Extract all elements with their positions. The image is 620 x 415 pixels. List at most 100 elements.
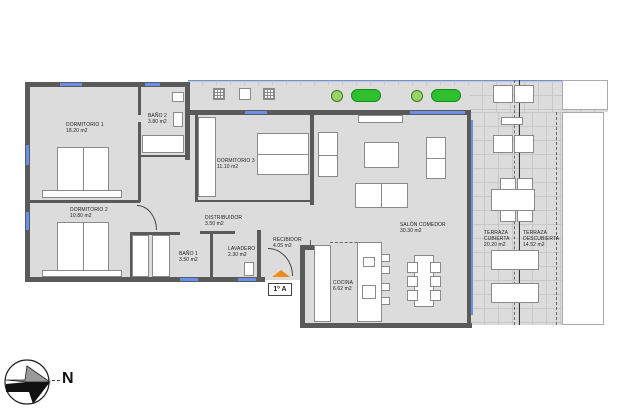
planter-grid-1 [213, 88, 225, 100]
bar-stool-3 [381, 283, 390, 291]
closet-dorm3 [198, 117, 216, 197]
window-living [410, 111, 465, 114]
wall-bottom-left [25, 277, 265, 282]
bath2-sink [172, 92, 184, 102]
wall-bath2-right [185, 85, 190, 160]
wall-laundry-right [257, 230, 261, 280]
kitchen-sink [363, 257, 375, 267]
wall-dorm3-bottom [195, 200, 310, 202]
bed-dorm2-split [83, 222, 84, 274]
wall-left [25, 82, 30, 282]
kitchen-stove [362, 285, 376, 299]
wall-entrance-right [300, 245, 315, 250]
wall-laundry-top [200, 231, 235, 234]
plant-bush-2 [431, 89, 461, 102]
terrace-edge-dashed [556, 112, 557, 325]
window-bath2 [145, 83, 160, 86]
dining-chair-4 [430, 262, 441, 273]
bed-dorm1-split [83, 147, 84, 197]
wall-dorm1-bath2 [138, 85, 141, 115]
wall-kitchen-top [310, 240, 311, 245]
bath2-toilet [173, 112, 183, 127]
wall-bath1-top [130, 232, 180, 235]
wall-dorm2-right [130, 232, 133, 279]
north-compass-icon [3, 358, 52, 406]
nightstand-dorm1 [42, 190, 122, 198]
dining-chair-5 [430, 276, 441, 287]
plant-bush-1 [351, 89, 381, 102]
dining-chair-3 [407, 290, 418, 301]
terrace-top-right-box [562, 80, 608, 110]
armchair-right-split [426, 158, 446, 159]
kitchen-dashed-island [330, 242, 377, 323]
wall-bottom-right [300, 323, 472, 328]
bar-stool-4 [381, 297, 390, 305]
laundry-washer [244, 262, 254, 276]
wall-top-left [25, 82, 190, 87]
window-laundry [238, 278, 256, 281]
bed-dorm3-split [257, 154, 309, 155]
kitchen-counter-left [314, 245, 331, 322]
unit-tag: 1º A [268, 283, 292, 296]
planter-grid-2 [263, 88, 275, 100]
wall-top-mid [185, 110, 470, 115]
terrace-chair-1 [493, 85, 513, 103]
window-dorm1 [60, 83, 82, 86]
closet-dorm2 [42, 270, 122, 277]
sofa-bottom-split [381, 183, 382, 208]
sofa-left-split [318, 155, 338, 156]
terrace-chair-4 [514, 135, 534, 153]
terrace-lounger-1 [491, 250, 539, 270]
bath1-tub [152, 235, 170, 277]
north-label: N [62, 370, 74, 387]
kitchen-counter-island [357, 242, 382, 322]
bath2-shower [142, 135, 184, 153]
wall-dorm1-dorm2 [30, 200, 140, 203]
terrace-dining-table [491, 189, 535, 211]
terrace-chair-2 [514, 85, 534, 103]
dining-chair-2 [407, 276, 418, 287]
terrace-chair-3 [493, 135, 513, 153]
terrace-lounger-2 [491, 283, 539, 303]
bath1-shower [132, 235, 149, 277]
coffee-table [364, 142, 399, 168]
bar-stool-1 [381, 254, 390, 262]
wall-dorm3-left [195, 115, 198, 200]
window-right-terrace [471, 120, 473, 315]
dining-chair-1 [407, 262, 418, 273]
north-compass-dash [52, 380, 60, 381]
plant-round-1 [331, 90, 343, 102]
window-left-dorm1 [26, 145, 29, 165]
bar-stool-2 [381, 266, 390, 274]
terrace-chair-7 [500, 210, 516, 222]
wall-dorm3-right [310, 115, 314, 205]
wall-living-left-step [300, 245, 305, 328]
wall-bath1-right [210, 232, 213, 279]
wall-right [467, 110, 471, 328]
window-bath1 [180, 278, 198, 281]
terrace-chair-8 [517, 210, 533, 222]
plant-round-2 [411, 90, 423, 102]
wall-dorm1-bath2-lower [138, 122, 141, 202]
sofa-left [318, 132, 338, 177]
dining-chair-6 [430, 290, 441, 301]
tv-unit [358, 115, 403, 123]
terrace-table-small [501, 117, 523, 125]
entrance-arrow-icon [272, 270, 290, 277]
window-dorm3 [245, 111, 267, 114]
balcony-box [239, 88, 251, 100]
wall-bath2-bottom [140, 155, 190, 157]
window-left-dorm2 [26, 212, 29, 230]
